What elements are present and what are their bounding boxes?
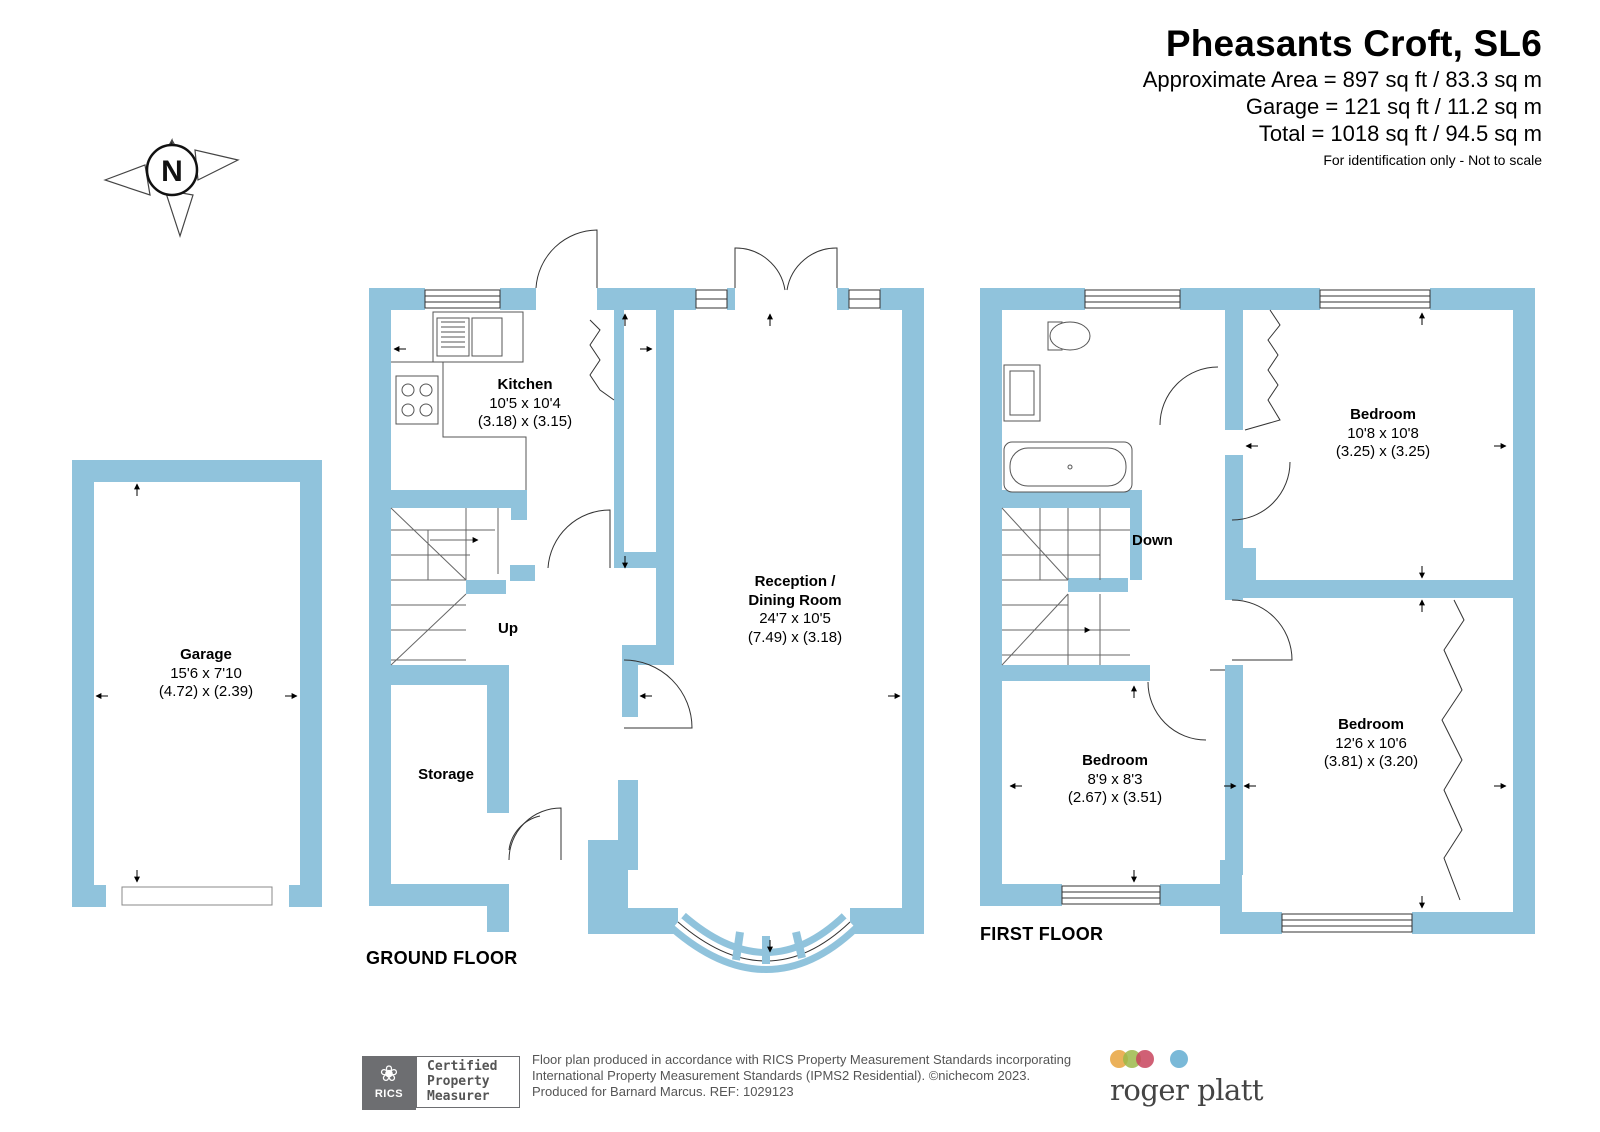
rics-logo: ❀ RICS (362, 1056, 416, 1110)
room-name: Garage (180, 646, 232, 663)
room-name: Bedroom (1082, 752, 1148, 769)
room-metric: (2.67) x (3.51) (1067, 789, 1163, 806)
brand-dots-icon (1110, 1050, 1263, 1072)
ground-floor-walls (369, 288, 924, 934)
ground-floor-doors (508, 229, 838, 861)
room-name: Kitchen (497, 376, 553, 393)
room-imperial: 8'9 x 8'3 (1087, 770, 1143, 788)
dimension-arrows (95, 312, 1507, 953)
first-floor-label: FIRST FLOOR (980, 924, 1104, 944)
first-floor-walls (980, 288, 1535, 934)
bay-window (670, 912, 859, 973)
brand-dot (1170, 1050, 1188, 1068)
room-bedroom-top: Bedroom 10'8 x 10'8 (3.25) x (3.25) (1318, 406, 1448, 462)
ground-floor-label: GROUND FLOOR (366, 948, 518, 968)
garage-area: Garage = 121 sq ft / 11.2 sq m (1245, 94, 1542, 119)
room-bedroom-small: Bedroom 8'9 x 8'3 (2.67) x (3.51) (1050, 752, 1180, 808)
compass-rose-icon: N (103, 138, 240, 238)
brand-logo: roger platt (1110, 1050, 1264, 1107)
ground-floor-windows (424, 289, 881, 309)
room-imperial: 15'6 x 7'10 (170, 664, 242, 682)
room-garage: Garage 15'6 x 7'10 (4.72) x (2.39) (136, 646, 276, 702)
stairs-down-label: Down (1132, 532, 1173, 549)
room-bedroom-large: Bedroom 12'6 x 10'6 (3.81) x (3.20) (1306, 716, 1436, 772)
property-title: Pheasants Croft, SL6 (1165, 23, 1542, 64)
brand-name: roger platt (1110, 1073, 1264, 1107)
first-floor-doors (1147, 309, 1465, 901)
footer-line: International Property Measurement Stand… (532, 1068, 1031, 1083)
certified-line: Certified (427, 1059, 498, 1074)
kitchen-fixtures (391, 311, 527, 490)
room-imperial: 10'8 x 10'8 (1347, 424, 1419, 442)
scale-note: For identification only - Not to scale (1323, 152, 1542, 168)
first-floor-stairs (1001, 507, 1130, 666)
room-storage: Storage (398, 766, 494, 785)
first-floor-windows (1061, 289, 1431, 933)
room-name: Bedroom (1350, 406, 1416, 423)
compass-letter: N (161, 155, 183, 188)
rics-badge-text: RICS (374, 1088, 404, 1100)
room-name-line1: Reception / (754, 573, 836, 590)
room-reception-dining: Reception / Dining Room 24'7 x 10'5 (7.4… (720, 573, 870, 647)
approximate-area: Approximate Area = 897 sq ft / 83.3 sq m (1142, 67, 1542, 92)
footer-disclaimer: Floor plan produced in accordance with R… (532, 1052, 1071, 1100)
header: Pheasants Croft, SL6 Approximate Area = … (1143, 22, 1542, 171)
room-metric: (3.25) x (3.25) (1335, 443, 1431, 460)
room-name-line2: Dining Room (748, 591, 842, 609)
footer-line: Floor plan produced in accordance with R… (532, 1052, 1072, 1067)
bathroom-fixtures (1003, 321, 1133, 493)
stairs-up-label: Up (498, 620, 518, 637)
room-imperial: 12'6 x 10'6 (1335, 734, 1407, 752)
total-area: Total = 1018 sq ft / 94.5 sq m (1258, 121, 1542, 146)
ground-floor-stairs (390, 507, 499, 666)
certified-measurer-badge: Certified Property Measurer (416, 1056, 520, 1108)
room-name: Storage (418, 766, 474, 783)
brand-dot (1136, 1050, 1154, 1068)
room-imperial: 24'7 x 10'5 (759, 610, 831, 627)
room-metric: (3.18) x (3.15) (477, 413, 573, 430)
garage-walls (72, 460, 322, 907)
certified-line: Measurer (427, 1089, 490, 1104)
room-imperial: 10'5 x 10'4 (489, 394, 561, 412)
certified-line: Property (427, 1074, 490, 1089)
garage-door (121, 886, 273, 906)
room-metric: (4.72) x (2.39) (158, 683, 254, 700)
room-name: Bedroom (1338, 716, 1404, 733)
room-metric: (3.81) x (3.20) (1323, 753, 1419, 770)
room-metric: (7.49) x (3.18) (747, 628, 843, 646)
room-kitchen: Kitchen 10'5 x 10'4 (3.18) x (3.15) (460, 376, 590, 432)
footer-line: Produced for Barnard Marcus. REF: 102912… (532, 1084, 794, 1099)
rics-crest-icon: ❀ (379, 1061, 399, 1086)
